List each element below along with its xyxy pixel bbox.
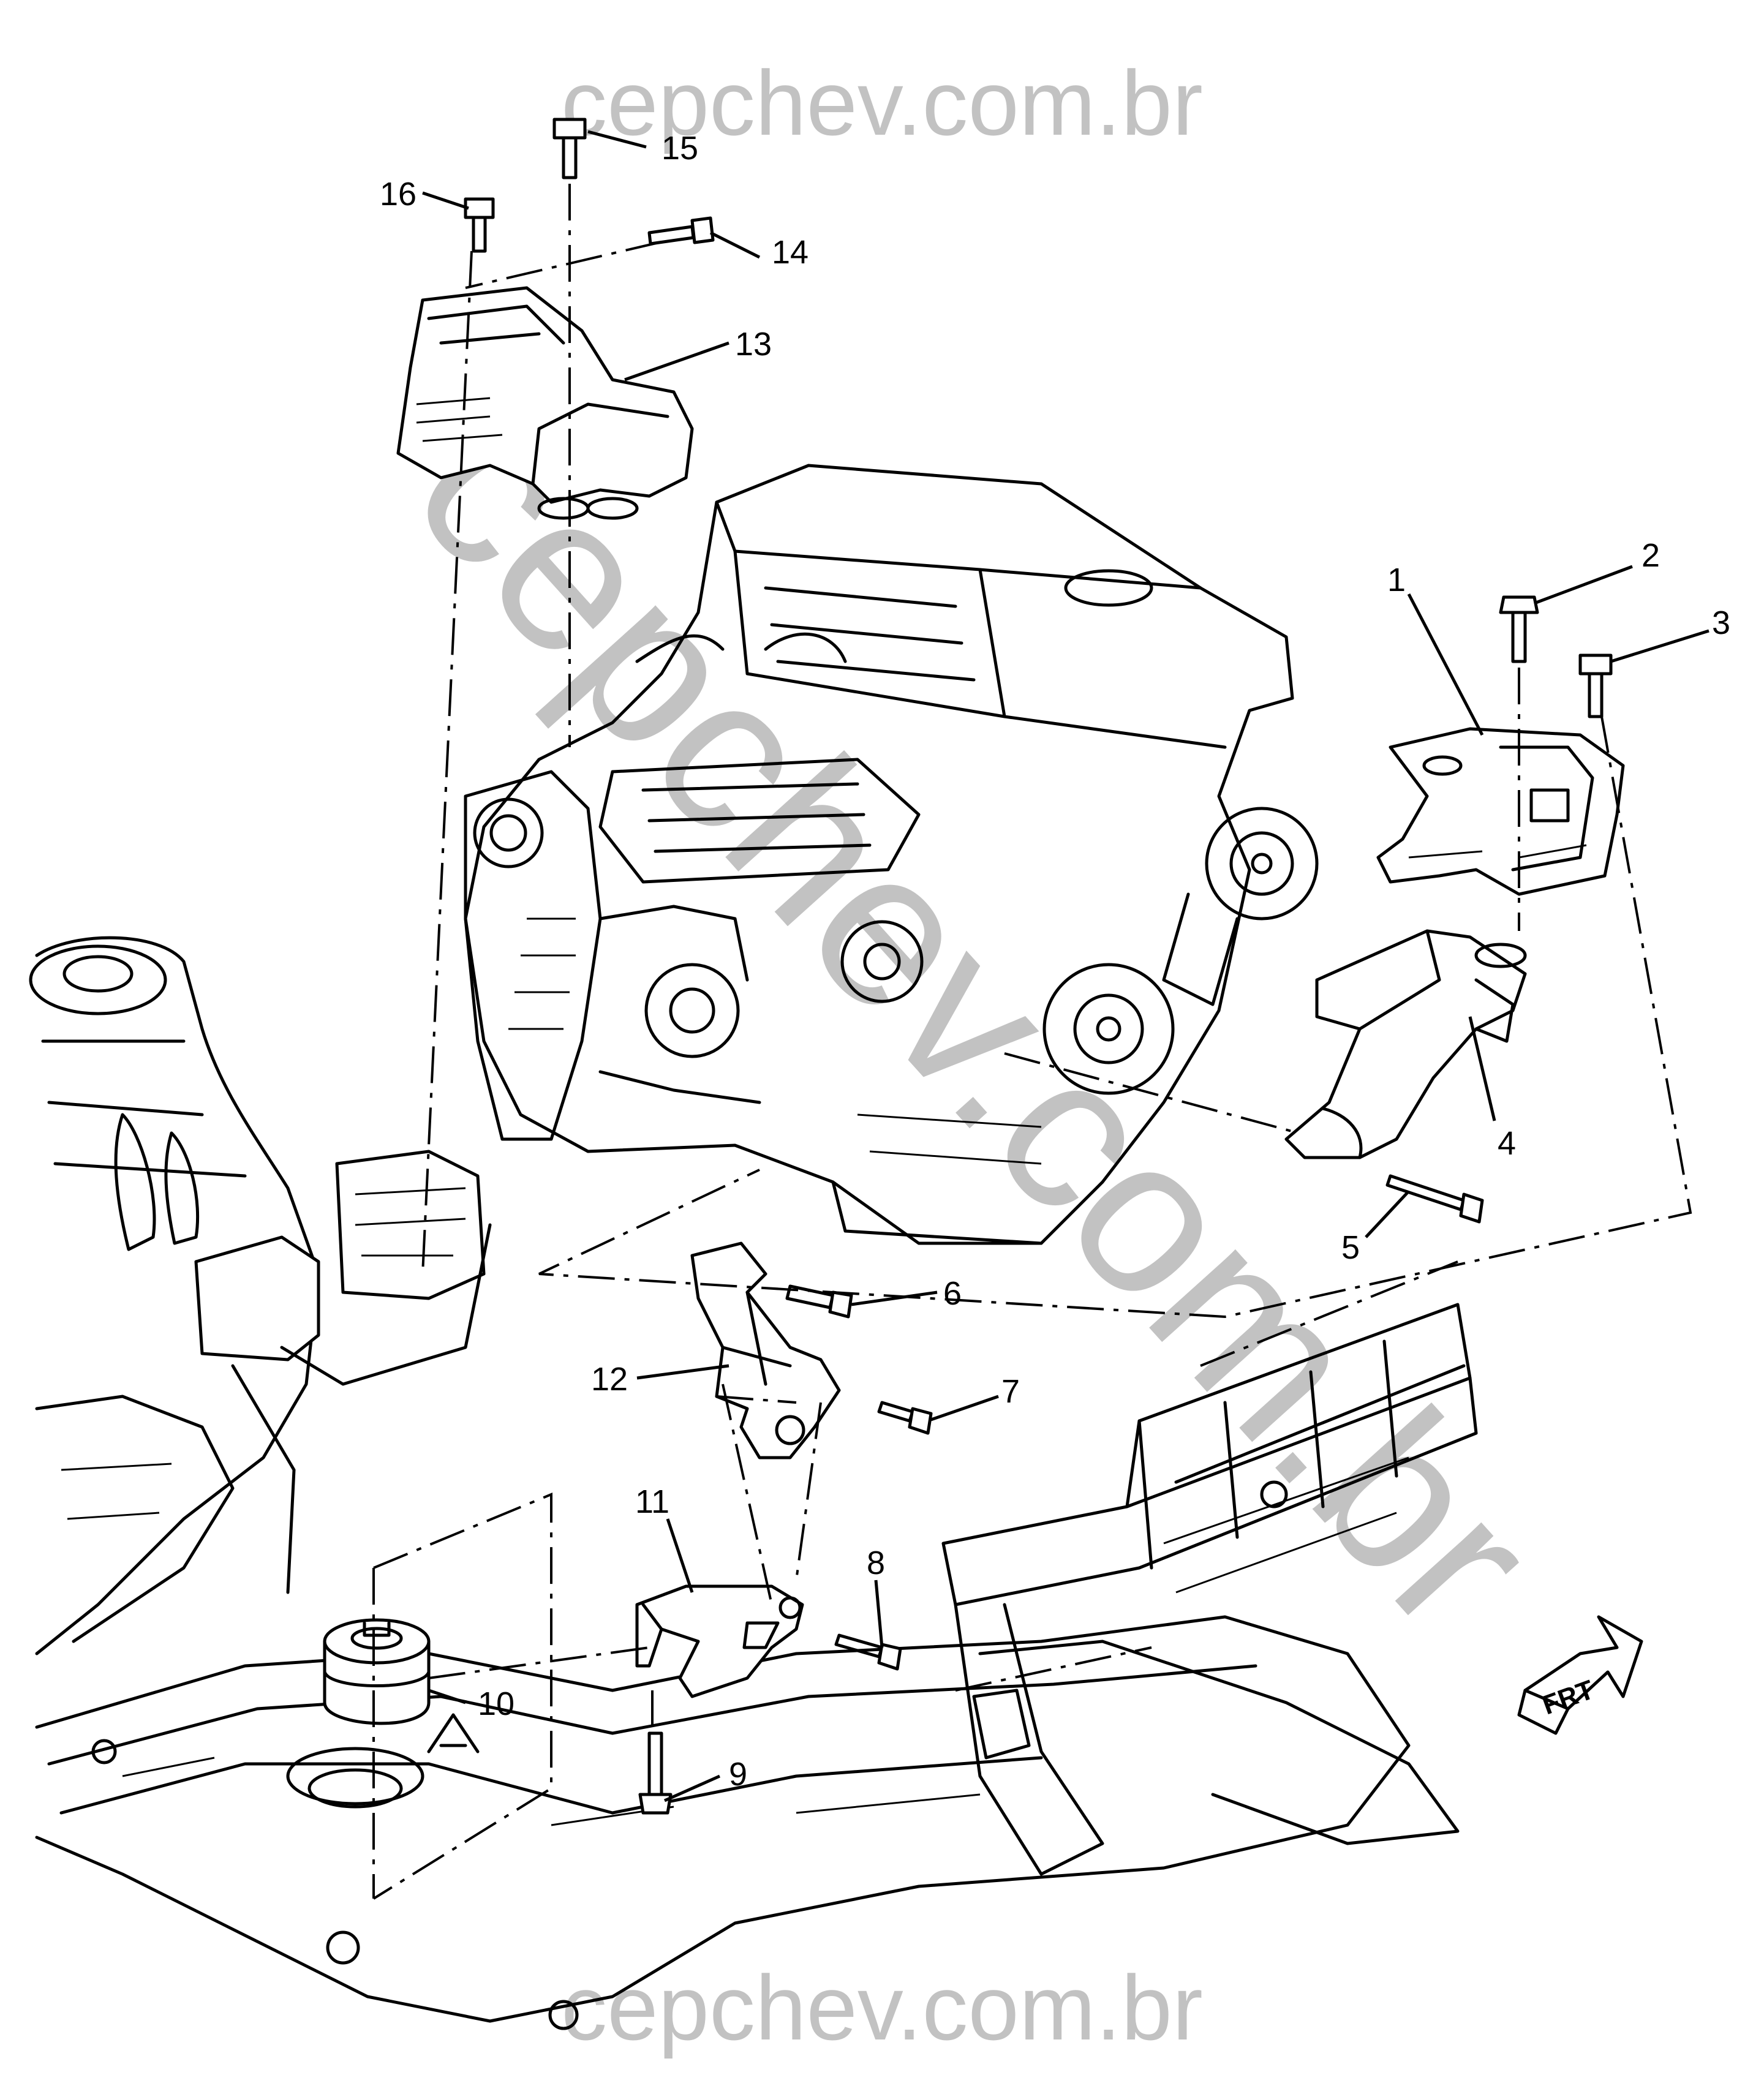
bolt-9 <box>638 1731 673 1815</box>
callout-8: 8 <box>867 1545 885 1581</box>
callout-16: 16 <box>380 176 417 213</box>
bolt-15 <box>552 118 587 179</box>
bolt-2 <box>1499 595 1539 663</box>
body-structure-left <box>29 936 492 1655</box>
bolt-7 <box>877 1401 933 1435</box>
watermark-top: cepchev.com.br <box>561 51 1203 154</box>
callout-3: 3 <box>1712 604 1730 641</box>
callout-9: 9 <box>729 1756 747 1793</box>
leader-lines <box>422 130 1709 1802</box>
watermark-bottom: cepchev.com.br <box>561 1956 1203 2059</box>
alignment-lines <box>372 184 1692 1900</box>
callout-11: 11 <box>635 1483 669 1520</box>
bolt-3 <box>1578 653 1613 718</box>
bolt-5 <box>1385 1174 1484 1224</box>
frame-rail-right <box>941 1303 1478 1876</box>
callout-5: 5 <box>1341 1229 1360 1266</box>
callout-14: 14 <box>772 234 809 271</box>
bolt-14 <box>647 216 715 246</box>
callout-10: 10 <box>478 1685 514 1722</box>
bolt-8 <box>834 1633 902 1671</box>
callout-1: 1 <box>1387 562 1406 598</box>
part-1-engine-mount <box>1376 727 1625 896</box>
callout-12: 12 <box>591 1361 628 1398</box>
bolt-6 <box>785 1284 853 1319</box>
part-11-mount-lever <box>635 1584 804 1698</box>
callout-15: 15 <box>662 130 698 167</box>
front-arrow-icon <box>1523 1615 1643 1711</box>
callout-6: 6 <box>943 1275 962 1312</box>
callout-7: 7 <box>1001 1373 1020 1410</box>
part-12-lower-bracket <box>690 1241 841 1459</box>
front-direction-badge: FRT <box>1517 1615 1643 1735</box>
callout-13: 13 <box>735 326 772 363</box>
engine-transaxle-assembly <box>464 464 1319 1245</box>
part-4-mount-bracket <box>1284 929 1527 1159</box>
callout-labels: 1 2 3 4 5 6 7 8 9 10 11 12 13 14 15 16 <box>380 130 1730 1793</box>
callout-4: 4 <box>1498 1125 1516 1162</box>
bolt-16 <box>464 197 495 253</box>
part-10-bushing <box>323 1618 431 1725</box>
callout-2: 2 <box>1642 537 1660 574</box>
part-13-transmission-mount <box>396 286 694 520</box>
